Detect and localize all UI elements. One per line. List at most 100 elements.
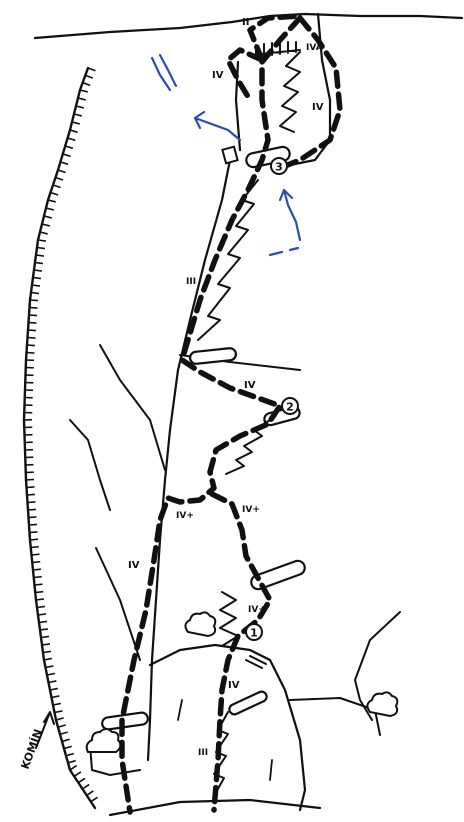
route-main [122,18,300,812]
hatch-tick [80,90,88,92]
hatch-tick [44,216,52,218]
hatch-tick [52,696,60,698]
grade-upper-left: IV [212,70,224,81]
hatch-tick [30,308,38,309]
hatch-tick [33,278,41,279]
grade-bottom-mid: IV [228,680,240,691]
hatch-tick [35,584,43,585]
hatch-tick [83,83,91,86]
hatch-tick [41,636,49,637]
hatch-tick [27,353,35,354]
hatch-tick [26,479,34,480]
hatch-tick [29,315,37,316]
inner-crack-left-2 [100,345,165,470]
hatch-tick [42,644,50,645]
hatch-tick [49,681,57,683]
hatch-tick [58,170,66,173]
hatch-tick [87,791,94,795]
hatch-tick [29,524,37,525]
hatch-tick [55,711,63,713]
left-edge-hatching [24,68,98,802]
blue-arrow-dash [270,248,298,255]
blue-arrow-approach [280,190,300,240]
hatch-tick [32,554,40,555]
hatch-tick [27,494,35,495]
grade-top-left: II [242,17,249,28]
hatch-tick [30,532,38,533]
bush-right [367,692,397,716]
hatch-tick [39,621,47,622]
hatch-tick [36,255,44,256]
hatch-tick [31,293,39,294]
blue-swoosh-2 [160,55,176,86]
hatch-tick [28,509,36,510]
marker-square [222,147,237,164]
hatch-tick [28,338,36,339]
belay-2: 2 [282,398,298,414]
route-upper-right [280,18,340,168]
bush-left [87,729,121,752]
hatch-tick [35,592,43,593]
grade-lower-mid: IV+ [248,605,266,615]
hatch-tick [78,98,86,100]
hatch-tick [78,778,85,782]
hatch-tick [38,614,46,615]
hatch-tick [34,577,42,578]
route-upper-loop [228,50,262,100]
hatch-tick [76,106,84,108]
hatch-tick [40,629,48,630]
hatch-tick [31,547,39,548]
hatch-tick [37,248,45,249]
hatch-tick [66,754,74,756]
grade-lower-left-a: IV+ [176,511,194,521]
ledge-bottom-right [228,690,268,716]
hatch-tick [29,323,37,324]
hatch-tick [47,673,55,675]
hatch-tick [28,330,36,331]
face-small-crack [178,700,182,720]
hatch-tick [56,718,64,720]
grade-mid-left: III [186,277,196,287]
hatch-tick [74,114,82,116]
hatch-tick [43,651,51,652]
hatch-tick [40,232,48,234]
grade-lower-far-left: IV [128,560,140,571]
hatch-tick [53,185,61,188]
hatch-tick [46,208,54,210]
hatch-tick [27,487,35,488]
hatch-tick [60,162,68,164]
face-small-crack-2 [270,760,272,780]
grade-upper-right: IV [312,102,324,113]
hatch-tick [50,688,58,690]
hatch-tick [63,154,71,156]
hatch-tick [28,502,36,503]
hatch-tick [38,240,46,241]
hatch-tick [68,761,76,763]
hatch-tick [72,122,80,124]
hatch-tick [65,146,73,148]
hatch-tick [32,562,40,563]
hatch-tick [32,285,40,286]
hatch-tick [91,797,98,801]
grade-upper-mid: IVA [306,43,323,53]
hatch-tick [36,599,44,600]
hatch-tick [30,539,38,540]
hatch-tick [30,300,38,301]
hatch-tick [56,178,64,181]
hatch-tick [85,75,93,78]
right-ledge [290,698,380,735]
hatch-tick [70,766,77,770]
hatch-tick [88,68,96,71]
hatch-tick [37,606,45,607]
grade-bottom-left: III [198,748,208,758]
grade-lower-left-b: IV+ [242,505,260,515]
grade-mid-traverse: IV [244,380,256,391]
belay-2-label: 2 [286,401,294,414]
belay-1: 1 [246,624,262,640]
hatch-tick [34,270,42,271]
hatch-tick [33,569,41,570]
hatch-tick [51,193,59,196]
hatch-tick [48,200,56,202]
hatch-tick [62,739,70,741]
